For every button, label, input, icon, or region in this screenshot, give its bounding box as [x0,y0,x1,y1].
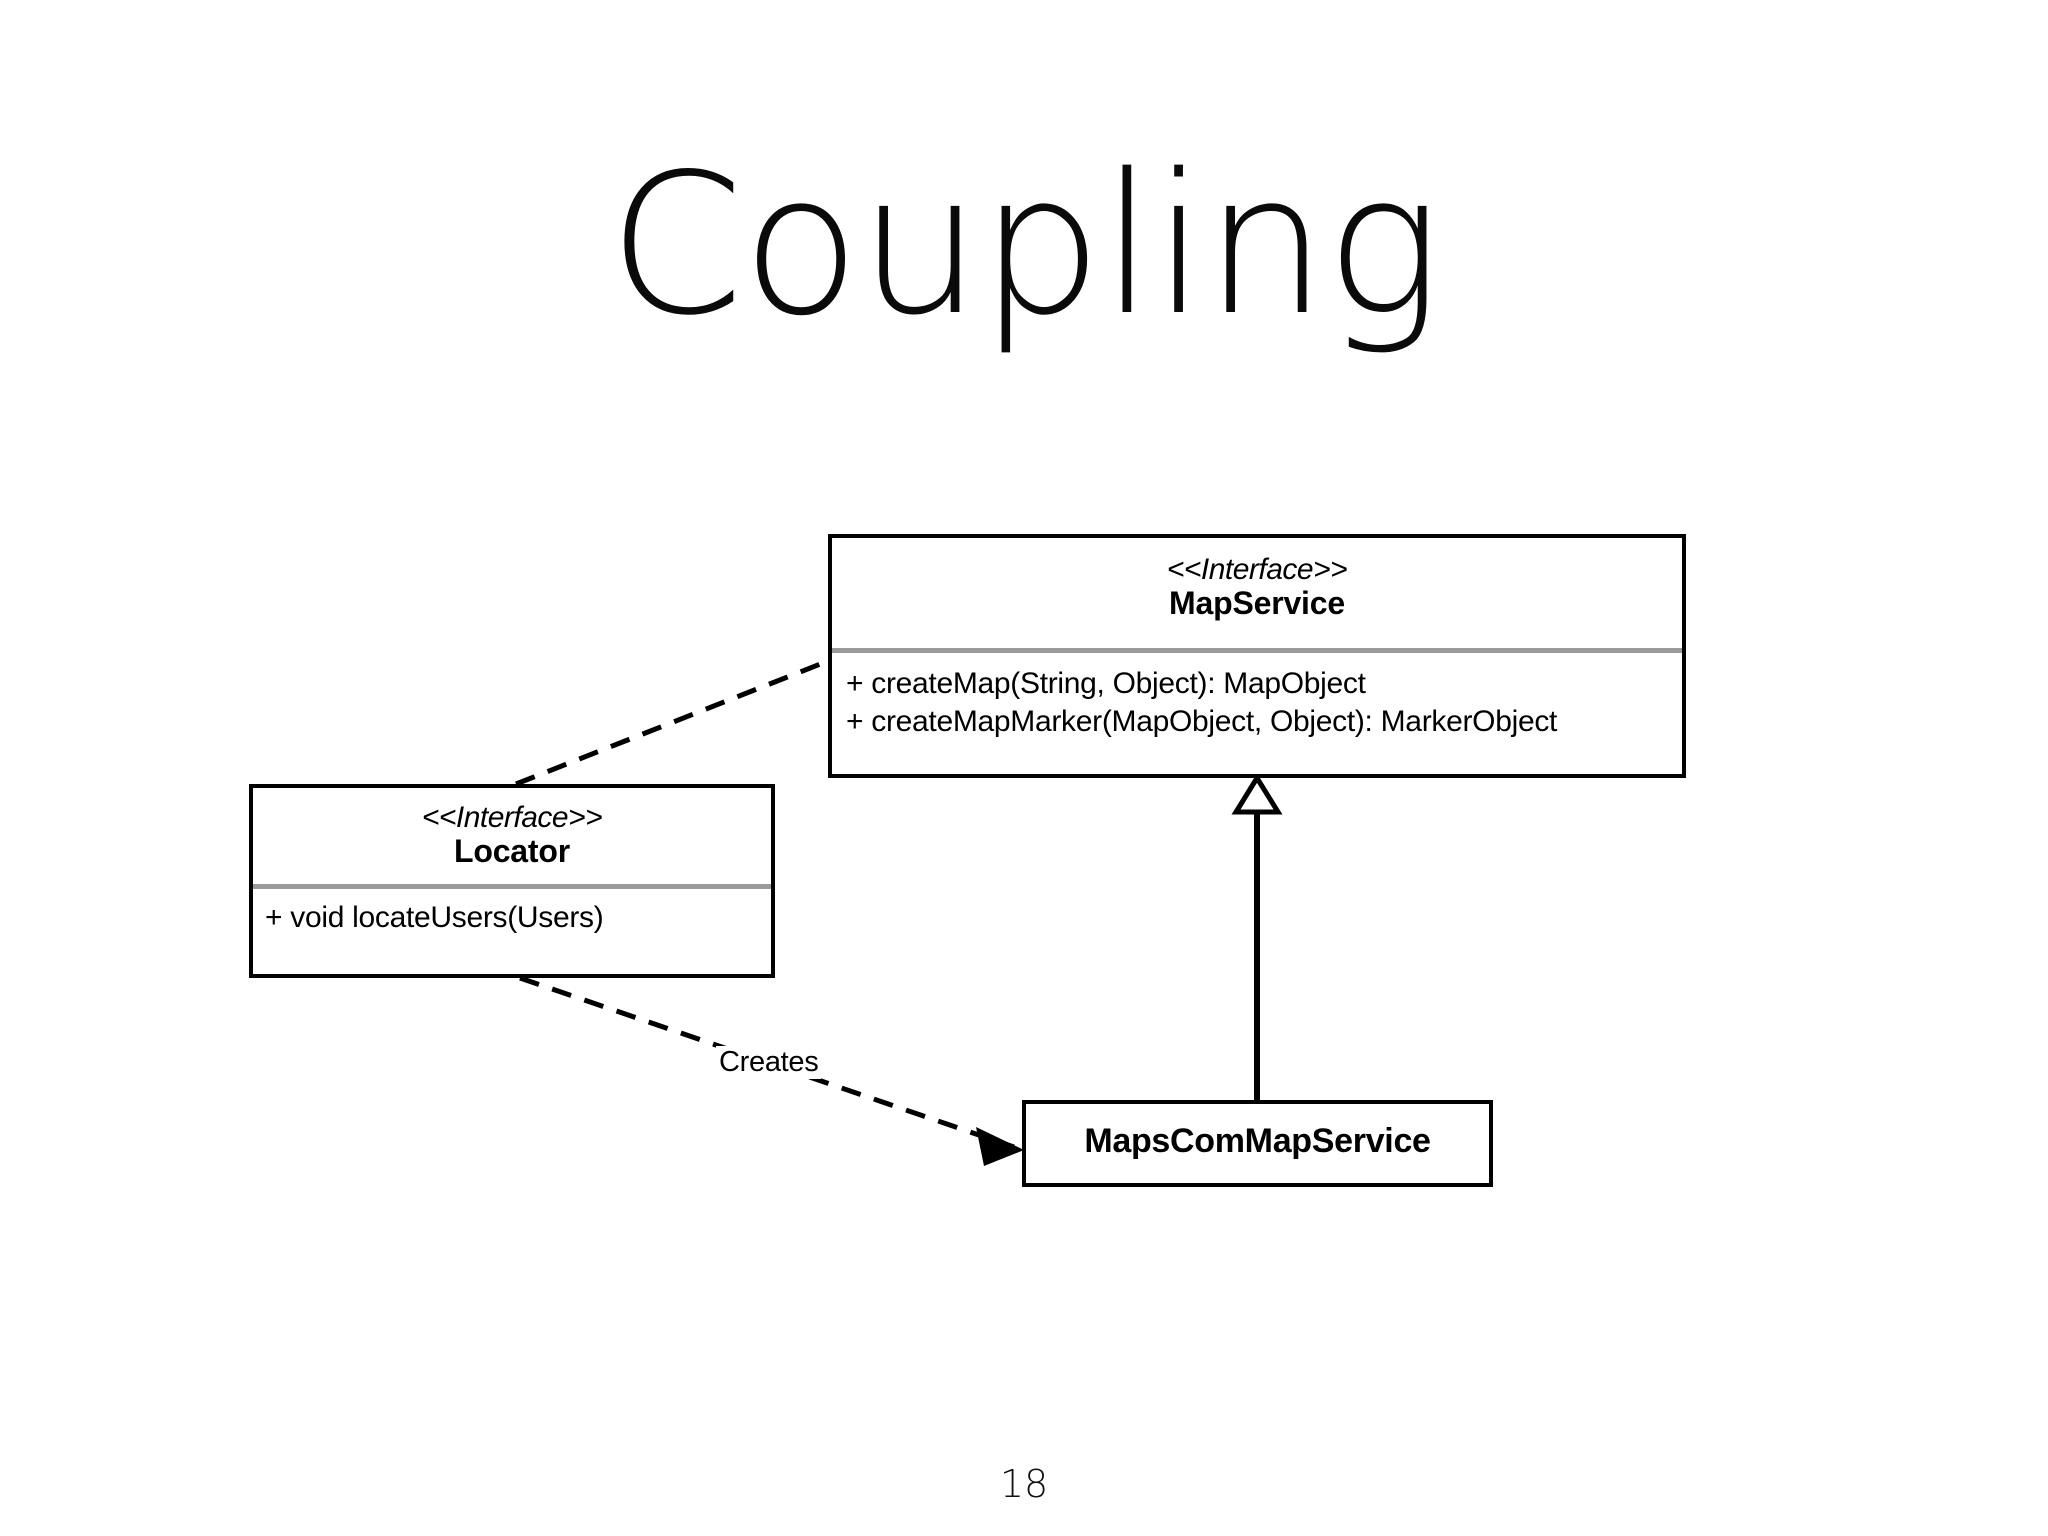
hollow-triangle-arrowhead-icon [1231,773,1283,815]
uml-stereotype-locator: <<Interface>> [421,801,603,834]
uml-class-header-locator: <<Interface>> Locator [253,788,771,884]
relationship-label-creates: Creates [716,1046,822,1079]
uml-members-locator: + void locateUsers(Users) [253,889,771,937]
uml-class-name-locator: Locator [454,833,570,870]
page-title: Coupling [608,132,1441,358]
uml-class-name-mapservice: MapService [1169,585,1345,622]
uml-class-mapservice[interactable]: <<Interface>> MapService + createMap(Str… [828,534,1686,778]
uml-class-locator[interactable]: <<Interface>> Locator + void locateUsers… [249,784,775,978]
uml-member-row: + createMapMarker(MapObject, Object): Ma… [846,705,1558,739]
uml-class-header-mapservice: <<Interface>> MapService [832,538,1682,648]
uml-stereotype-mapservice: <<Interface>> [1166,553,1348,586]
uml-class-name-mapscommapservice: MapsComMapService [1084,1122,1431,1160]
uml-compartment-divider [832,648,1682,653]
uml-class-mapscommapservice[interactable]: MapsComMapService [1022,1100,1493,1187]
uml-compartment-divider [253,884,771,889]
filled-arrowhead-icon [976,1127,1024,1166]
uml-members-mapservice: + createMap(String, Object): MapObject +… [832,653,1682,742]
uml-member-row: + createMap(String, Object): MapObject [846,667,1366,700]
page-number: 18 [999,1462,1049,1506]
uml-member-row: + void locateUsers(Users) [265,901,604,934]
dependency-line-locator-to-mapservice [515,658,829,787]
